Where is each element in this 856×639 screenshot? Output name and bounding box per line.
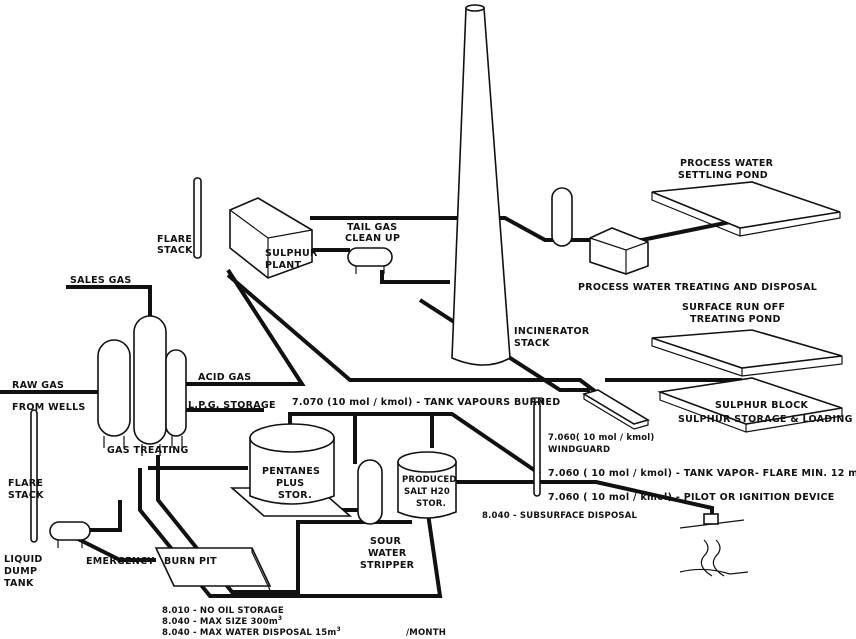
label-incinerator-1: INCINERATOR xyxy=(514,326,590,337)
label-flare-stack-left-1: FLARE xyxy=(8,478,43,489)
label-gas-treating: GAS TREATING xyxy=(107,445,189,456)
label-max-size: 8.040 - MAX SIZE 300m3 xyxy=(162,615,282,627)
label-sulphur-block: SULPHUR BLOCK xyxy=(715,400,808,411)
label-raw-gas: RAW GAS xyxy=(12,380,64,391)
dump-tank-pipe xyxy=(88,500,120,530)
process-water-equipment xyxy=(552,188,648,274)
label-month: /MONTH xyxy=(406,628,446,638)
label-tail-gas-1: TAIL GAS xyxy=(347,222,397,233)
label-tank-vapours: 7.070 (10 mol / kmol) - TANK VAPOURS BUR… xyxy=(292,397,560,408)
label-sour-water-3: STRIPPER xyxy=(360,560,415,571)
burn-pit xyxy=(156,548,270,590)
label-sour-water-1: SOUR xyxy=(370,536,402,547)
label-sour-water-2: WATER xyxy=(368,548,407,559)
label-sales-gas: SALES GAS xyxy=(70,275,132,286)
sales-gas-pipe xyxy=(66,287,150,322)
label-tail-gas-2: CLEAN UP xyxy=(345,233,400,244)
sour-water-stripper xyxy=(358,460,382,524)
label-surface-runoff-2: TREATING POND xyxy=(690,314,781,325)
label-incinerator-2: STACK xyxy=(514,338,550,349)
label-process-water-treating: PROCESS WATER TREATING AND DISPOSAL xyxy=(578,282,817,293)
label-pentanes-3: STOR. xyxy=(278,490,312,501)
subsurface-wellhead xyxy=(680,514,748,576)
label-emergency: EMERGENCY xyxy=(86,556,155,567)
label-process-water-pond-2: SETTLING POND xyxy=(678,170,768,181)
label-produced-salt-3: STOR. xyxy=(416,499,446,509)
tail-gas-vessel xyxy=(348,248,392,274)
label-flare-stack-left-2: STACK xyxy=(8,490,44,501)
label-from-wells: FROM WELLS xyxy=(12,402,86,413)
gas-treating-vessels xyxy=(98,316,186,456)
label-lpg-storage: L.P.G. STORAGE xyxy=(188,400,276,411)
label-sulphur-storage: SULPHUR STORAGE & LOADING xyxy=(678,414,853,425)
label-pilot: 7.060 ( 10 mol / kmol) - PILOT OR IGNITI… xyxy=(548,492,835,503)
tailgas-to-incinerator-pipe xyxy=(382,270,450,282)
label-max-water: 8.040 - MAX WATER DISPOSAL 15m3 xyxy=(162,626,341,638)
process-water-settling-pond xyxy=(652,182,840,236)
label-produced-salt-2: SALT H20 xyxy=(404,487,450,497)
label-process-water-pond-1: PROCESS WATER xyxy=(680,158,774,169)
label-flare-stack-top-2: STACK xyxy=(157,245,193,256)
label-surface-runoff-1: SURFACE RUN OFF xyxy=(682,302,785,313)
label-liquid-dump-1: LIQUID xyxy=(4,554,43,565)
label-pentanes-1: PENTANES xyxy=(262,466,320,477)
label-tank-vapor-flare: 7.060 ( 10 mol / kmol) - TANK VAPOR- FLA… xyxy=(548,468,856,479)
label-acid-gas: ACID GAS xyxy=(198,372,251,383)
incinerator-stack xyxy=(452,5,510,365)
label-windguard-2: WINDGUARD xyxy=(548,445,610,455)
label-pentanes-2: PLUS xyxy=(276,478,304,489)
label-produced-salt-1: PRODUCED xyxy=(402,475,457,485)
surface-runoff-pond xyxy=(652,330,842,376)
label-burn-pit: BURN PIT xyxy=(164,556,217,567)
label-subsurface: 8.040 - SUBSURFACE DISPOSAL xyxy=(482,511,638,521)
label-windguard-1: 7.060( 10 mol / kmol) xyxy=(548,433,655,443)
label-liquid-dump-3: TANK xyxy=(4,578,34,589)
label-no-oil: 8.010 - NO OIL STORAGE xyxy=(162,606,284,616)
sulphur-trough xyxy=(584,390,648,429)
flare-stack-left xyxy=(31,410,37,542)
label-sulphur-plant-1: SULPHUR xyxy=(265,248,318,259)
windguard-flare xyxy=(532,398,542,496)
label-liquid-dump-2: DUMP xyxy=(4,566,37,577)
label-sulphur-plant-2: PLANT xyxy=(265,260,302,271)
flare-stack-top xyxy=(194,178,201,258)
label-flare-stack-top-1: FLARE xyxy=(157,234,192,245)
process-water-outlet-pipe xyxy=(626,222,730,240)
